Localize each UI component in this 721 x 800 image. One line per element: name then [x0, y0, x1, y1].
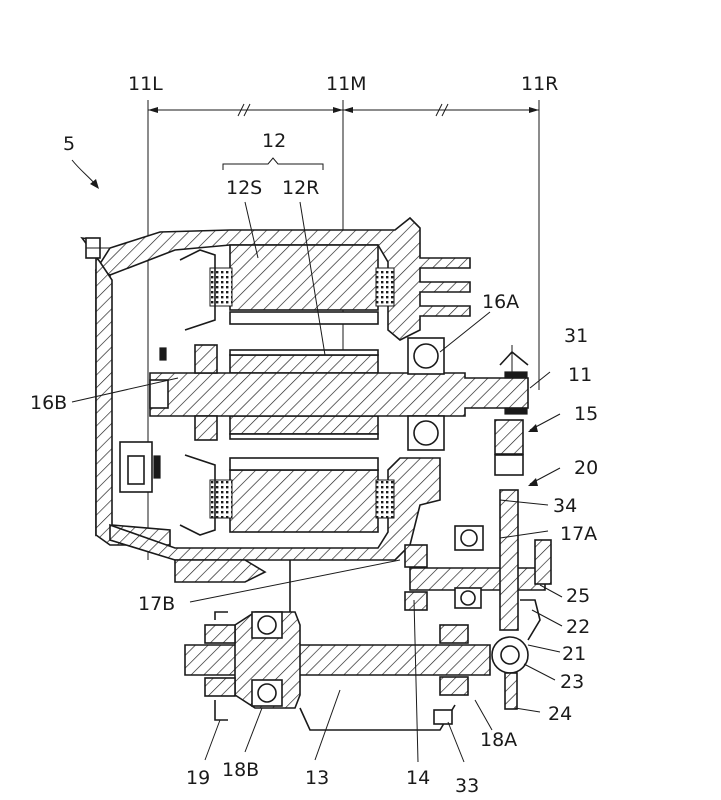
- label-17A: 17A: [560, 523, 597, 545]
- rotor-12R: [229, 349, 379, 440]
- device-5-arrow: [71, 159, 99, 189]
- stator-12S: [179, 244, 395, 536]
- label-16B: 16B: [30, 392, 67, 414]
- label-18A: 18A: [480, 729, 517, 751]
- group-12-brace: [222, 157, 324, 170]
- reference-labels: 11L 11M 11R 5 12 12S 12R 16A 31 11 16B 1…: [30, 73, 598, 797]
- label-23: 23: [560, 671, 584, 693]
- label-31: 31: [564, 325, 588, 347]
- bearing-16B: [159, 344, 218, 441]
- motor-housing: [80, 216, 471, 561]
- label-18B: 18B: [222, 759, 259, 781]
- label-11R: 11R: [521, 73, 558, 95]
- label-20: 20: [574, 457, 598, 479]
- label-13: 13: [305, 767, 329, 789]
- label-12S: 12S: [226, 177, 262, 199]
- shaft-13: [184, 560, 491, 731]
- parking-mechanism: [174, 539, 552, 710]
- label-17B: 17B: [138, 593, 175, 615]
- label-11: 11: [568, 364, 592, 386]
- leader-lines: [71, 201, 563, 763]
- label-22: 22: [566, 616, 590, 638]
- shaft-14: [404, 419, 546, 631]
- label-33: 33: [455, 775, 479, 797]
- label-12: 12: [262, 130, 286, 152]
- label-34: 34: [553, 495, 577, 517]
- shaft-11: [149, 350, 529, 417]
- bearing-16A: [407, 337, 445, 451]
- label-25: 25: [566, 585, 590, 607]
- label-16A: 16A: [482, 291, 519, 313]
- label-11L: 11L: [128, 73, 163, 95]
- label-21: 21: [562, 643, 586, 665]
- label-14: 14: [406, 767, 430, 789]
- label-15: 15: [574, 403, 598, 425]
- label-11M: 11M: [326, 73, 367, 95]
- label-12R: 12R: [282, 177, 319, 199]
- label-24: 24: [548, 703, 572, 725]
- label-5: 5: [63, 133, 75, 155]
- label-19: 19: [186, 767, 210, 789]
